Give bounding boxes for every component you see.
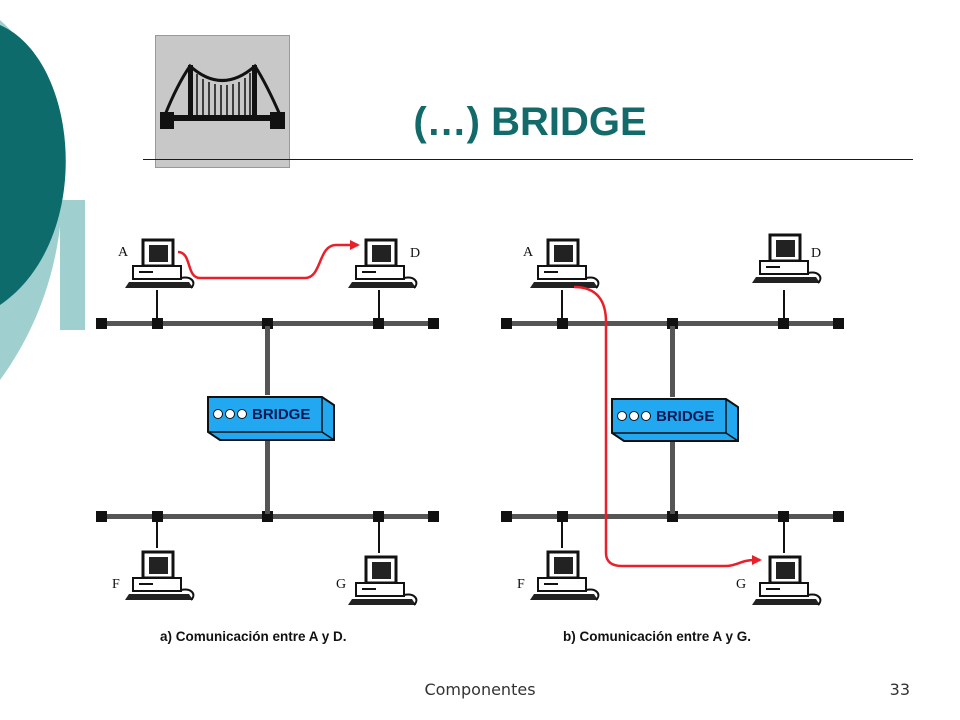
segment-upper-a: [96, 318, 439, 329]
host-label-d: D: [811, 246, 821, 261]
decor-dark-teal: [0, 25, 66, 305]
pc-a-panel-a: [123, 238, 195, 290]
pc-g-panel-b: [750, 555, 822, 607]
bridge-label-a: BRIDGE: [252, 406, 310, 423]
host-label-g: G: [336, 577, 346, 592]
path-a-to-d: [177, 240, 360, 280]
caption-b: b) Comunicación entre A y G.: [563, 629, 751, 644]
bridge-label-b: BRIDGE: [656, 408, 714, 425]
host-label-a: A: [118, 245, 129, 260]
title-rule: [143, 159, 913, 160]
page-title: (…) BRIDGE: [413, 100, 647, 144]
suspension-bridge-icon: [155, 35, 290, 168]
segment-upper-b: [501, 318, 844, 329]
decor-shapes: [0, 20, 85, 380]
segment-lower-b: [501, 511, 844, 522]
pc-f-panel-a: [123, 550, 195, 602]
bridge-logo: [155, 35, 290, 168]
footer-text: Componentes: [424, 680, 536, 699]
host-label-f: F: [517, 577, 525, 592]
decor-light-teal-block: [60, 200, 85, 330]
caption-a: a) Comunicación entre A y D.: [160, 629, 347, 644]
host-label-d: D: [410, 246, 420, 261]
pc-g-panel-a: [346, 555, 418, 607]
bridge-device-a: BRIDGE: [207, 396, 335, 441]
pc-a-panel-b: [528, 238, 600, 290]
host-label-g: G: [736, 577, 746, 592]
segment-lower-a: [96, 511, 439, 522]
path-a-to-g: [573, 285, 762, 568]
bridge-device-b: BRIDGE: [611, 398, 739, 442]
panel-b: BRIDGE A D F G b) Comunicación entre A y…: [501, 233, 844, 644]
panel-a: BRIDGE A D F G a) Comunicación entre A y…: [96, 238, 439, 644]
pc-f-panel-b: [528, 550, 600, 602]
host-label-a: A: [523, 245, 534, 260]
page-number: 33: [889, 680, 910, 699]
pc-d-panel-a: [346, 238, 418, 290]
host-label-f: F: [112, 577, 120, 592]
